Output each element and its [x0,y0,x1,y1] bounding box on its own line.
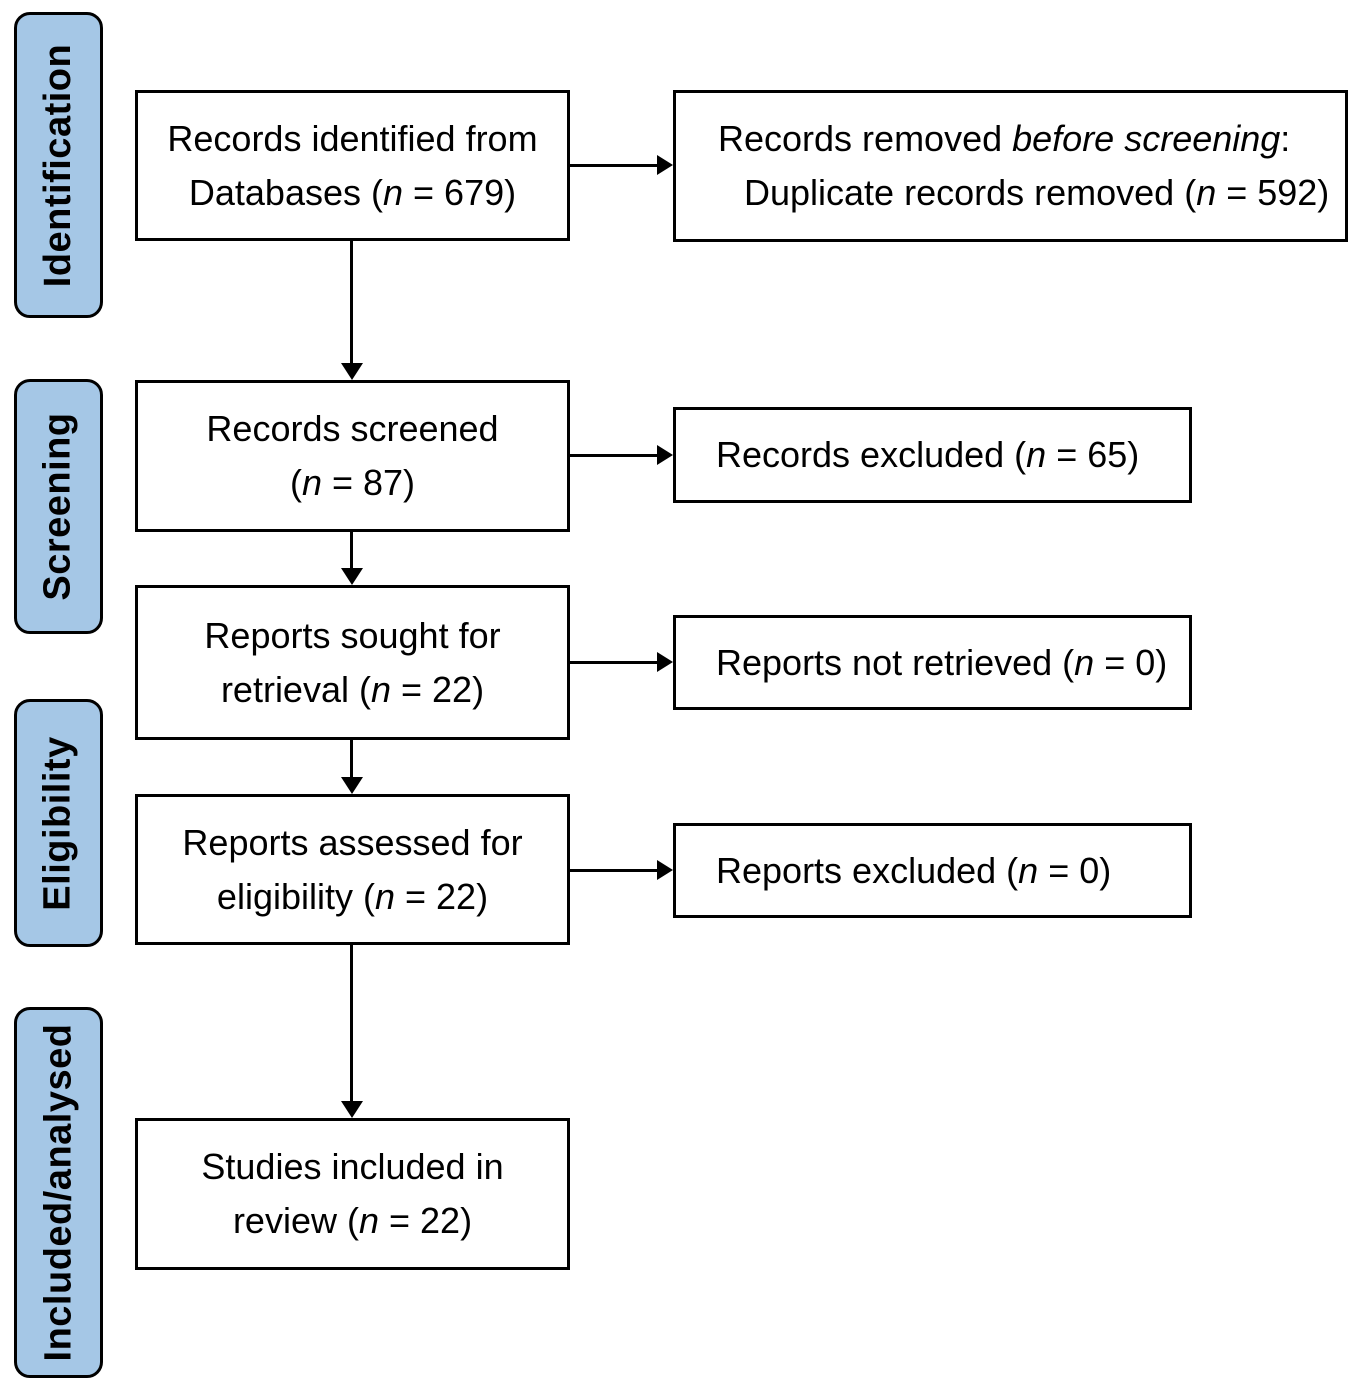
text-segment: Duplicate records removed ( [744,172,1197,213]
text-segment: Records excluded ( [716,434,1027,475]
italic-n: n [301,462,322,503]
text-segment: Reports sought for [204,614,501,656]
box-text-line: Reports assessed for [182,816,522,870]
italic-phrase: before screening [1012,118,1281,159]
right-arrow-line-2 [569,454,658,457]
box-text-line: Studies included in [201,1140,503,1194]
text-segment: eligibility ( [216,875,375,917]
stage-label-screening: Screening [14,379,103,634]
down-arrow-head-4 [341,1101,363,1118]
down-arrow-head-1 [341,363,363,380]
right-arrow-head-3 [657,652,673,672]
italic-n: n [1074,641,1095,683]
text-segment: = 22) [395,875,489,917]
stage-label-text: Included/analysed [37,1023,80,1362]
italic-n: n [382,171,404,213]
text-segment: review ( [232,1200,359,1241]
box-text-line: Records removed before screening: [718,112,1290,166]
right-arrow-line-3 [569,661,658,664]
stage-label-text: Eligibility [37,735,79,911]
records-removed-box: Records removed before screening: Duplic… [673,90,1348,242]
box-text-line: (n = 87) [290,456,415,510]
records-identified-box: Records identified from Databases (n = 6… [135,90,570,241]
box-text-line: Duplicate records removed (n = 592) [744,166,1329,220]
text-segment: = 0) [1094,641,1168,683]
italic-n: n [370,668,391,710]
box-text-line: Reports not retrieved (n = 0) [716,636,1167,690]
box-text-line: Reports excluded (n = 0) [716,844,1111,898]
box-text-line: Records excluded (n = 65) [716,428,1139,482]
text-segment: Reports assessed for [182,821,523,863]
italic-n: n [1196,172,1217,213]
box-text-line: retrieval (n = 22) [221,663,484,717]
studies-included-box: Studies included in review (n = 22) [135,1118,570,1270]
box-text-line: Databases (n = 679) [189,166,516,220]
records-screened-box: Records screened (n = 87) [135,380,570,532]
reports-excluded-box: Reports excluded (n = 0) [673,823,1192,918]
italic-n: n [374,875,395,917]
reports-not-retrieved-box: Reports not retrieved (n = 0) [673,615,1192,710]
text-segment: ( [289,462,302,503]
stage-label-included-analysed: Included/analysed [14,1007,103,1378]
stage-label-text: Identification [37,43,80,287]
box-text-line: Reports sought for [204,609,500,663]
text-segment: = 22) [391,668,485,710]
text-segment: Studies included in [201,1146,504,1187]
text-segment: = 679) [403,171,517,213]
down-arrow-head-3 [341,777,363,794]
down-arrow-line-3 [350,740,353,778]
box-text-line: review (n = 22) [233,1194,472,1248]
stage-label-text: Screening [37,412,80,601]
text-segment: = 592) [1216,172,1330,213]
text-segment: Records screened [206,408,499,449]
text-segment: Records identified from [167,117,538,159]
box-text-line: Records screened [206,402,498,456]
box-text-line: eligibility (n = 22) [217,870,488,924]
italic-n: n [1018,849,1039,891]
stage-label-identification: Identification [14,12,103,318]
right-arrow-head-2 [657,445,673,465]
text-segment: = 22) [379,1200,473,1241]
right-arrow-head-1 [657,155,673,175]
down-arrow-line-1 [350,241,353,364]
text-segment: Databases ( [188,171,383,213]
text-segment: Reports excluded ( [716,849,1019,891]
text-segment: = 65) [1046,434,1140,475]
down-arrow-line-2 [350,532,353,569]
text-segment: : [1280,118,1291,159]
stage-label-eligibility: Eligibility [14,699,103,947]
down-arrow-head-2 [341,568,363,585]
text-segment: = 0) [1038,849,1112,891]
text-segment: Records removed [718,118,1013,159]
italic-n: n [358,1200,379,1241]
text-segment: = 87) [321,462,416,503]
reports-sought-box: Reports sought for retrieval (n = 22) [135,585,570,740]
right-arrow-line-4 [569,869,658,872]
italic-n: n [1026,434,1047,475]
text-segment: retrieval ( [220,668,371,710]
records-excluded-box: Records excluded (n = 65) [673,407,1192,503]
right-arrow-head-4 [657,860,673,880]
right-arrow-line-1 [569,164,658,167]
down-arrow-line-4 [350,945,353,1102]
reports-assessed-box: Reports assessed for eligibility (n = 22… [135,794,570,945]
text-segment: Reports not retrieved ( [716,641,1075,683]
box-text-line: Records identified from [167,112,537,166]
